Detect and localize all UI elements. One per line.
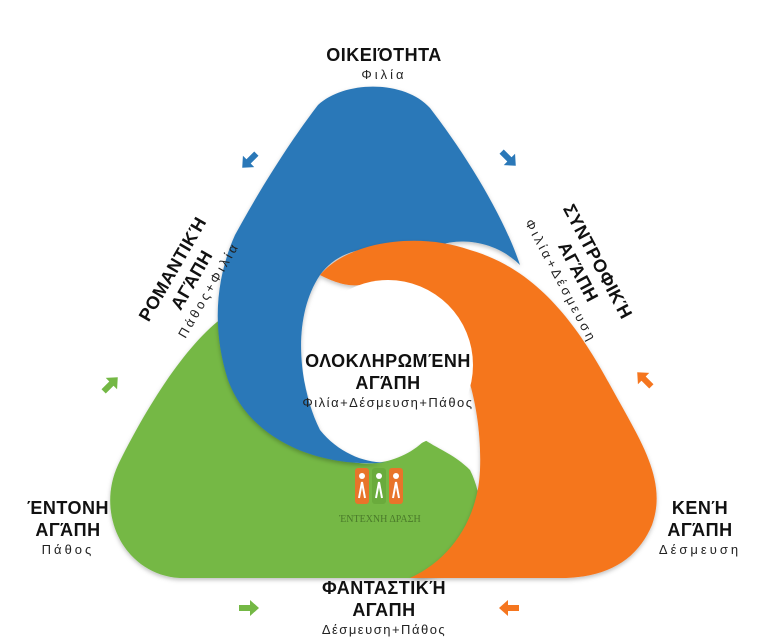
top-subtitle: Φιλία bbox=[361, 67, 407, 82]
arrow-icon bbox=[242, 151, 259, 168]
logo-text: ΈΝΤΕΧΝΗ ΔΡΑΣΗ bbox=[338, 514, 420, 525]
bottom-right-title-line1: ΚΕΝΉ bbox=[671, 498, 729, 518]
arrow-icon bbox=[499, 149, 516, 166]
top-label: ΟΙΚΕΙΌΤΗΤΑ Φιλία bbox=[284, 44, 484, 84]
arrow-icon bbox=[239, 600, 259, 616]
bottom-right-label: ΚΕΝΉ ΑΓΆΠΗ Δέσμευση bbox=[632, 497, 768, 559]
center-label: ΟΛΟΚΛΗΡΩΜΈΝΗ ΑΓΆΠΗ Φιλία+Δέσμευση+Πάθος bbox=[258, 350, 518, 412]
center-title-line2: ΑΓΆΠΗ bbox=[355, 373, 421, 393]
bottom-label: ΦΑΝΤΑΣΤΙΚΉ ΑΓΑΠΗ Δέσμευση+Πάθος bbox=[264, 577, 504, 639]
center-subtitle: Φιλία+Δέσμευση+Πάθος bbox=[302, 395, 474, 410]
arrow-icon bbox=[101, 377, 118, 394]
center-circle bbox=[303, 280, 473, 450]
logo-mark bbox=[355, 468, 403, 504]
arrow-icon bbox=[637, 372, 654, 389]
bottom-subtitle: Δέσμευση+Πάθος bbox=[321, 622, 447, 637]
arrow-icon bbox=[499, 600, 519, 616]
bottom-left-title-line2: ΑΓΆΠΗ bbox=[35, 520, 101, 540]
bottom-right-title-line2: ΑΓΆΠΗ bbox=[667, 520, 733, 540]
bottom-title-line2: ΑΓΑΠΗ bbox=[352, 600, 416, 620]
bottom-left-label: ΈΝΤΟΝΗ ΑΓΆΠΗ Πάθος bbox=[0, 497, 136, 559]
bottom-left-title-line1: ΈΝΤΟΝΗ bbox=[26, 498, 110, 518]
orange-segment bbox=[320, 240, 657, 578]
center-title-line1: ΟΛΟΚΛΗΡΩΜΈΝΗ bbox=[305, 351, 471, 371]
blue-segment bbox=[217, 86, 521, 464]
bottom-right-subtitle: Δέσμευση bbox=[658, 542, 742, 557]
top-title: ΟΙΚΕΙΌΤΗΤΑ bbox=[326, 45, 442, 65]
bottom-left-subtitle: Πάθος bbox=[41, 542, 95, 557]
bottom-title-line1: ΦΑΝΤΑΣΤΙΚΉ bbox=[321, 578, 447, 598]
